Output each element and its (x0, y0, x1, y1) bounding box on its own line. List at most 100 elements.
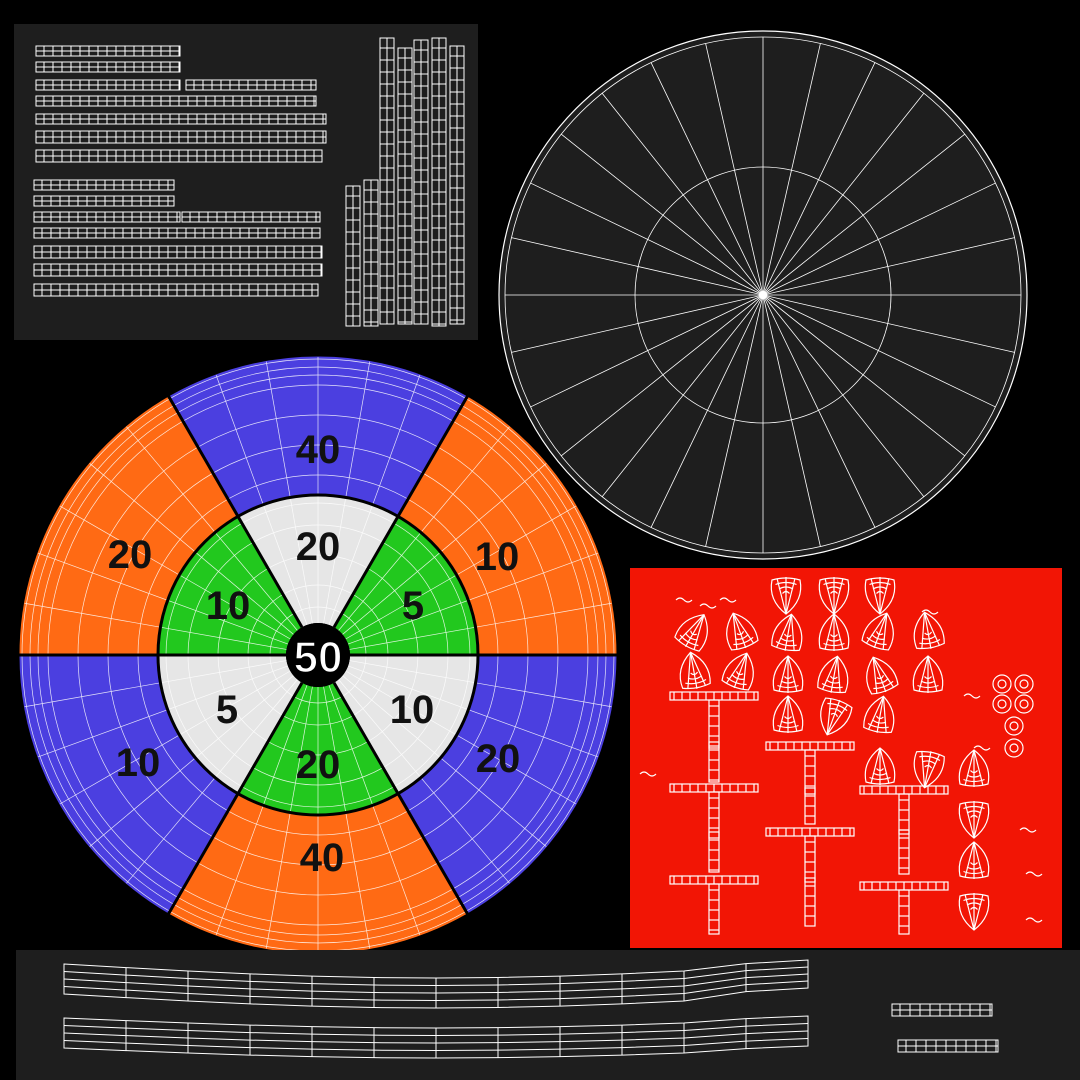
wedge-grid (927, 655, 938, 692)
small-island (639, 771, 657, 777)
disc-spoke (762, 294, 965, 457)
disc-spoke (601, 294, 764, 497)
dart-wire-spoke (328, 684, 421, 936)
disc-spoke (762, 237, 1015, 296)
wedge-grid (824, 578, 835, 615)
inner-sector-upper-left (158, 516, 302, 655)
wedge-grid (867, 696, 885, 731)
wedge-grid (776, 578, 787, 615)
dart-divider (166, 681, 304, 916)
outer-label-upper-left: 20 (108, 533, 153, 577)
disc-spoke (762, 62, 876, 296)
inner-sector-lower-right (334, 655, 478, 794)
dart-wire-spoke (265, 686, 313, 949)
wedge-island (818, 577, 850, 615)
wedge-grid (973, 749, 984, 786)
wedge-grid (785, 578, 796, 615)
dart-wire-spoke (347, 552, 599, 645)
dart-divider (332, 681, 470, 916)
wedge-grid (778, 655, 789, 692)
dart-divider (166, 394, 304, 629)
wedge-grid (689, 652, 707, 687)
inner-label-top: 20 (296, 525, 341, 569)
outer-label-bottom: 40 (300, 836, 345, 880)
wedge-grid (833, 613, 844, 650)
wedge-grid (787, 655, 798, 692)
small-island (719, 597, 737, 603)
outer-sector-upper-right (398, 395, 618, 655)
wedge-island (958, 749, 990, 787)
dart-wire-spoke (265, 361, 313, 624)
t-island (669, 783, 759, 839)
wedge-grid (964, 894, 975, 931)
disc-center-point (759, 291, 767, 299)
dart-wire-spoke (215, 374, 308, 626)
wedge-grid (872, 657, 887, 693)
i-island (804, 877, 816, 927)
back-disc (498, 30, 1028, 560)
wedge-grid (677, 614, 705, 642)
dart-divider (332, 394, 470, 629)
wedge-grid (790, 614, 795, 651)
wedge-grid (787, 695, 798, 732)
wedge-island (817, 655, 849, 694)
inner-sector-lower-left (158, 655, 302, 794)
wedge-grid (923, 753, 941, 788)
disc-spoke (762, 294, 996, 408)
disc-spoke (511, 237, 764, 296)
bottom-strips-panel (16, 950, 1080, 1080)
outer-label-upper-right: 10 (475, 535, 520, 579)
board-strips-panel (14, 24, 478, 340)
wedge-island (679, 651, 711, 690)
wedge-grid (826, 698, 832, 735)
small-island (675, 597, 693, 603)
wedge-grid (821, 656, 839, 691)
wedge-grid (973, 894, 984, 931)
strip-grid-line (63, 1023, 809, 1037)
wedge-island (820, 697, 853, 736)
wedge-island (818, 613, 850, 651)
dart-wire-spoke (338, 426, 510, 631)
small-island (1019, 827, 1037, 833)
wedge-grid (784, 614, 793, 651)
wedge-grid (725, 652, 748, 684)
dartboard-dividers (16, 353, 620, 957)
outer-sector-lower-right (398, 655, 618, 915)
dart-wire-spoke (349, 602, 612, 650)
round-island-inner (1009, 721, 1019, 731)
horizontal-strips (33, 45, 327, 297)
outer-sector-upper-left (18, 395, 238, 655)
wedge-grid (830, 656, 839, 693)
disc-spoke (561, 294, 764, 457)
wedge-grid (876, 696, 885, 733)
wedge-island (866, 656, 899, 695)
dart-wire-spoke (345, 505, 577, 640)
dart-wire-spoke (349, 660, 612, 708)
i-island (898, 829, 910, 875)
t-island (859, 785, 949, 835)
outer-sector-lower-left (18, 655, 238, 915)
inner-label-upper-left: 10 (206, 584, 251, 628)
wedge-grid (775, 614, 793, 649)
wedge-grid (923, 751, 932, 788)
wedge-grid (833, 578, 844, 615)
inner-label-upper-right: 5 (402, 584, 424, 628)
inner-label-lower-left: 5 (216, 688, 238, 732)
dart-wire-spoke (59, 670, 291, 805)
i-island (708, 741, 720, 783)
round-island-inner (1009, 743, 1019, 753)
round-island-inner (997, 679, 1007, 689)
dart-wire-spoke (342, 675, 547, 847)
red-panel-islands (639, 577, 1043, 935)
wedge-grid (865, 612, 888, 644)
dart-wire-spoke (37, 665, 289, 758)
round-island (1014, 674, 1034, 694)
disc-spoke (762, 182, 996, 296)
wedge-grid (870, 578, 881, 615)
wedge-grid (964, 802, 975, 839)
disc-spoke (705, 43, 764, 296)
dart-wire-spoke (126, 679, 298, 884)
round-island (1004, 716, 1024, 736)
wedge-island (674, 614, 708, 652)
wedge-grid (923, 612, 941, 647)
